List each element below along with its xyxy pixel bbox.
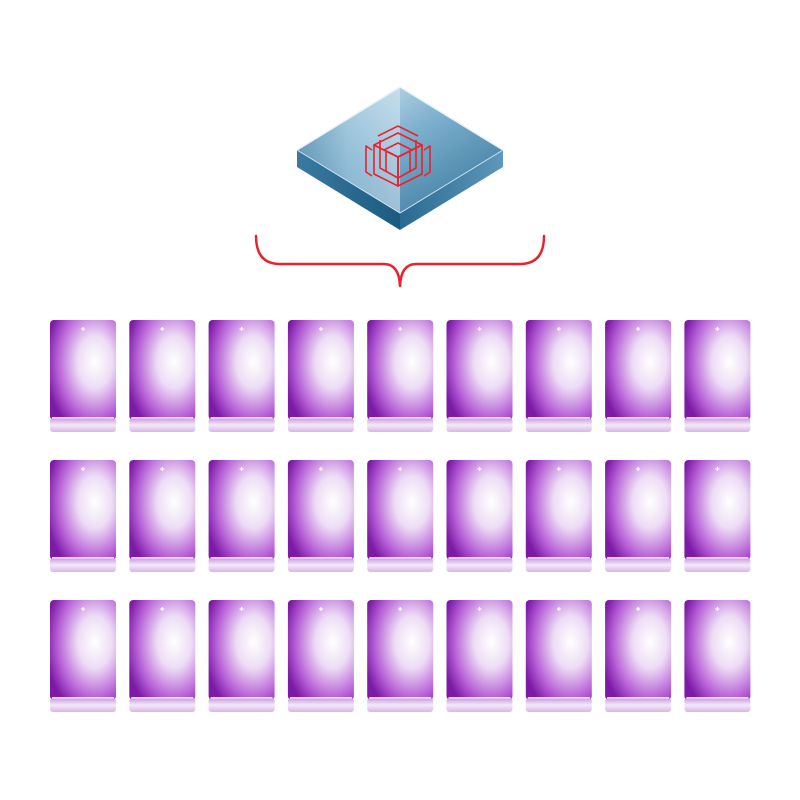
mobile-device-icon <box>287 320 354 432</box>
mobile-device-icon <box>446 320 513 432</box>
mobile-device-icon <box>605 460 672 572</box>
mobile-device-icon <box>129 320 196 432</box>
mobile-device-icon <box>208 320 275 432</box>
device-grid <box>50 320 751 712</box>
mobile-device-icon <box>684 600 751 712</box>
mobile-device-icon <box>50 320 116 432</box>
mobile-device-icon <box>129 600 196 712</box>
mobile-device-icon <box>287 460 354 572</box>
mobile-device-icon <box>525 320 592 432</box>
mobile-device-icon <box>684 320 751 432</box>
mobile-device-icon <box>367 460 434 572</box>
mobile-device-icon <box>367 320 434 432</box>
network-switch-icon <box>296 86 504 230</box>
curly-brace <box>254 234 546 288</box>
mobile-device-icon <box>605 600 672 712</box>
mobile-device-icon <box>605 320 672 432</box>
mobile-device-icon <box>367 600 434 712</box>
cube-emblem-icon <box>365 125 431 187</box>
mobile-device-icon <box>208 600 275 712</box>
mobile-device-icon <box>287 600 354 712</box>
mobile-device-icon <box>129 460 196 572</box>
mobile-device-icon <box>50 460 116 572</box>
mobile-device-icon <box>446 460 513 572</box>
mobile-device-icon <box>525 600 592 712</box>
mobile-device-icon <box>525 460 592 572</box>
mobile-device-icon <box>208 460 275 572</box>
mobile-device-icon <box>50 600 116 712</box>
mobile-device-icon <box>684 460 751 572</box>
mobile-device-icon <box>446 600 513 712</box>
